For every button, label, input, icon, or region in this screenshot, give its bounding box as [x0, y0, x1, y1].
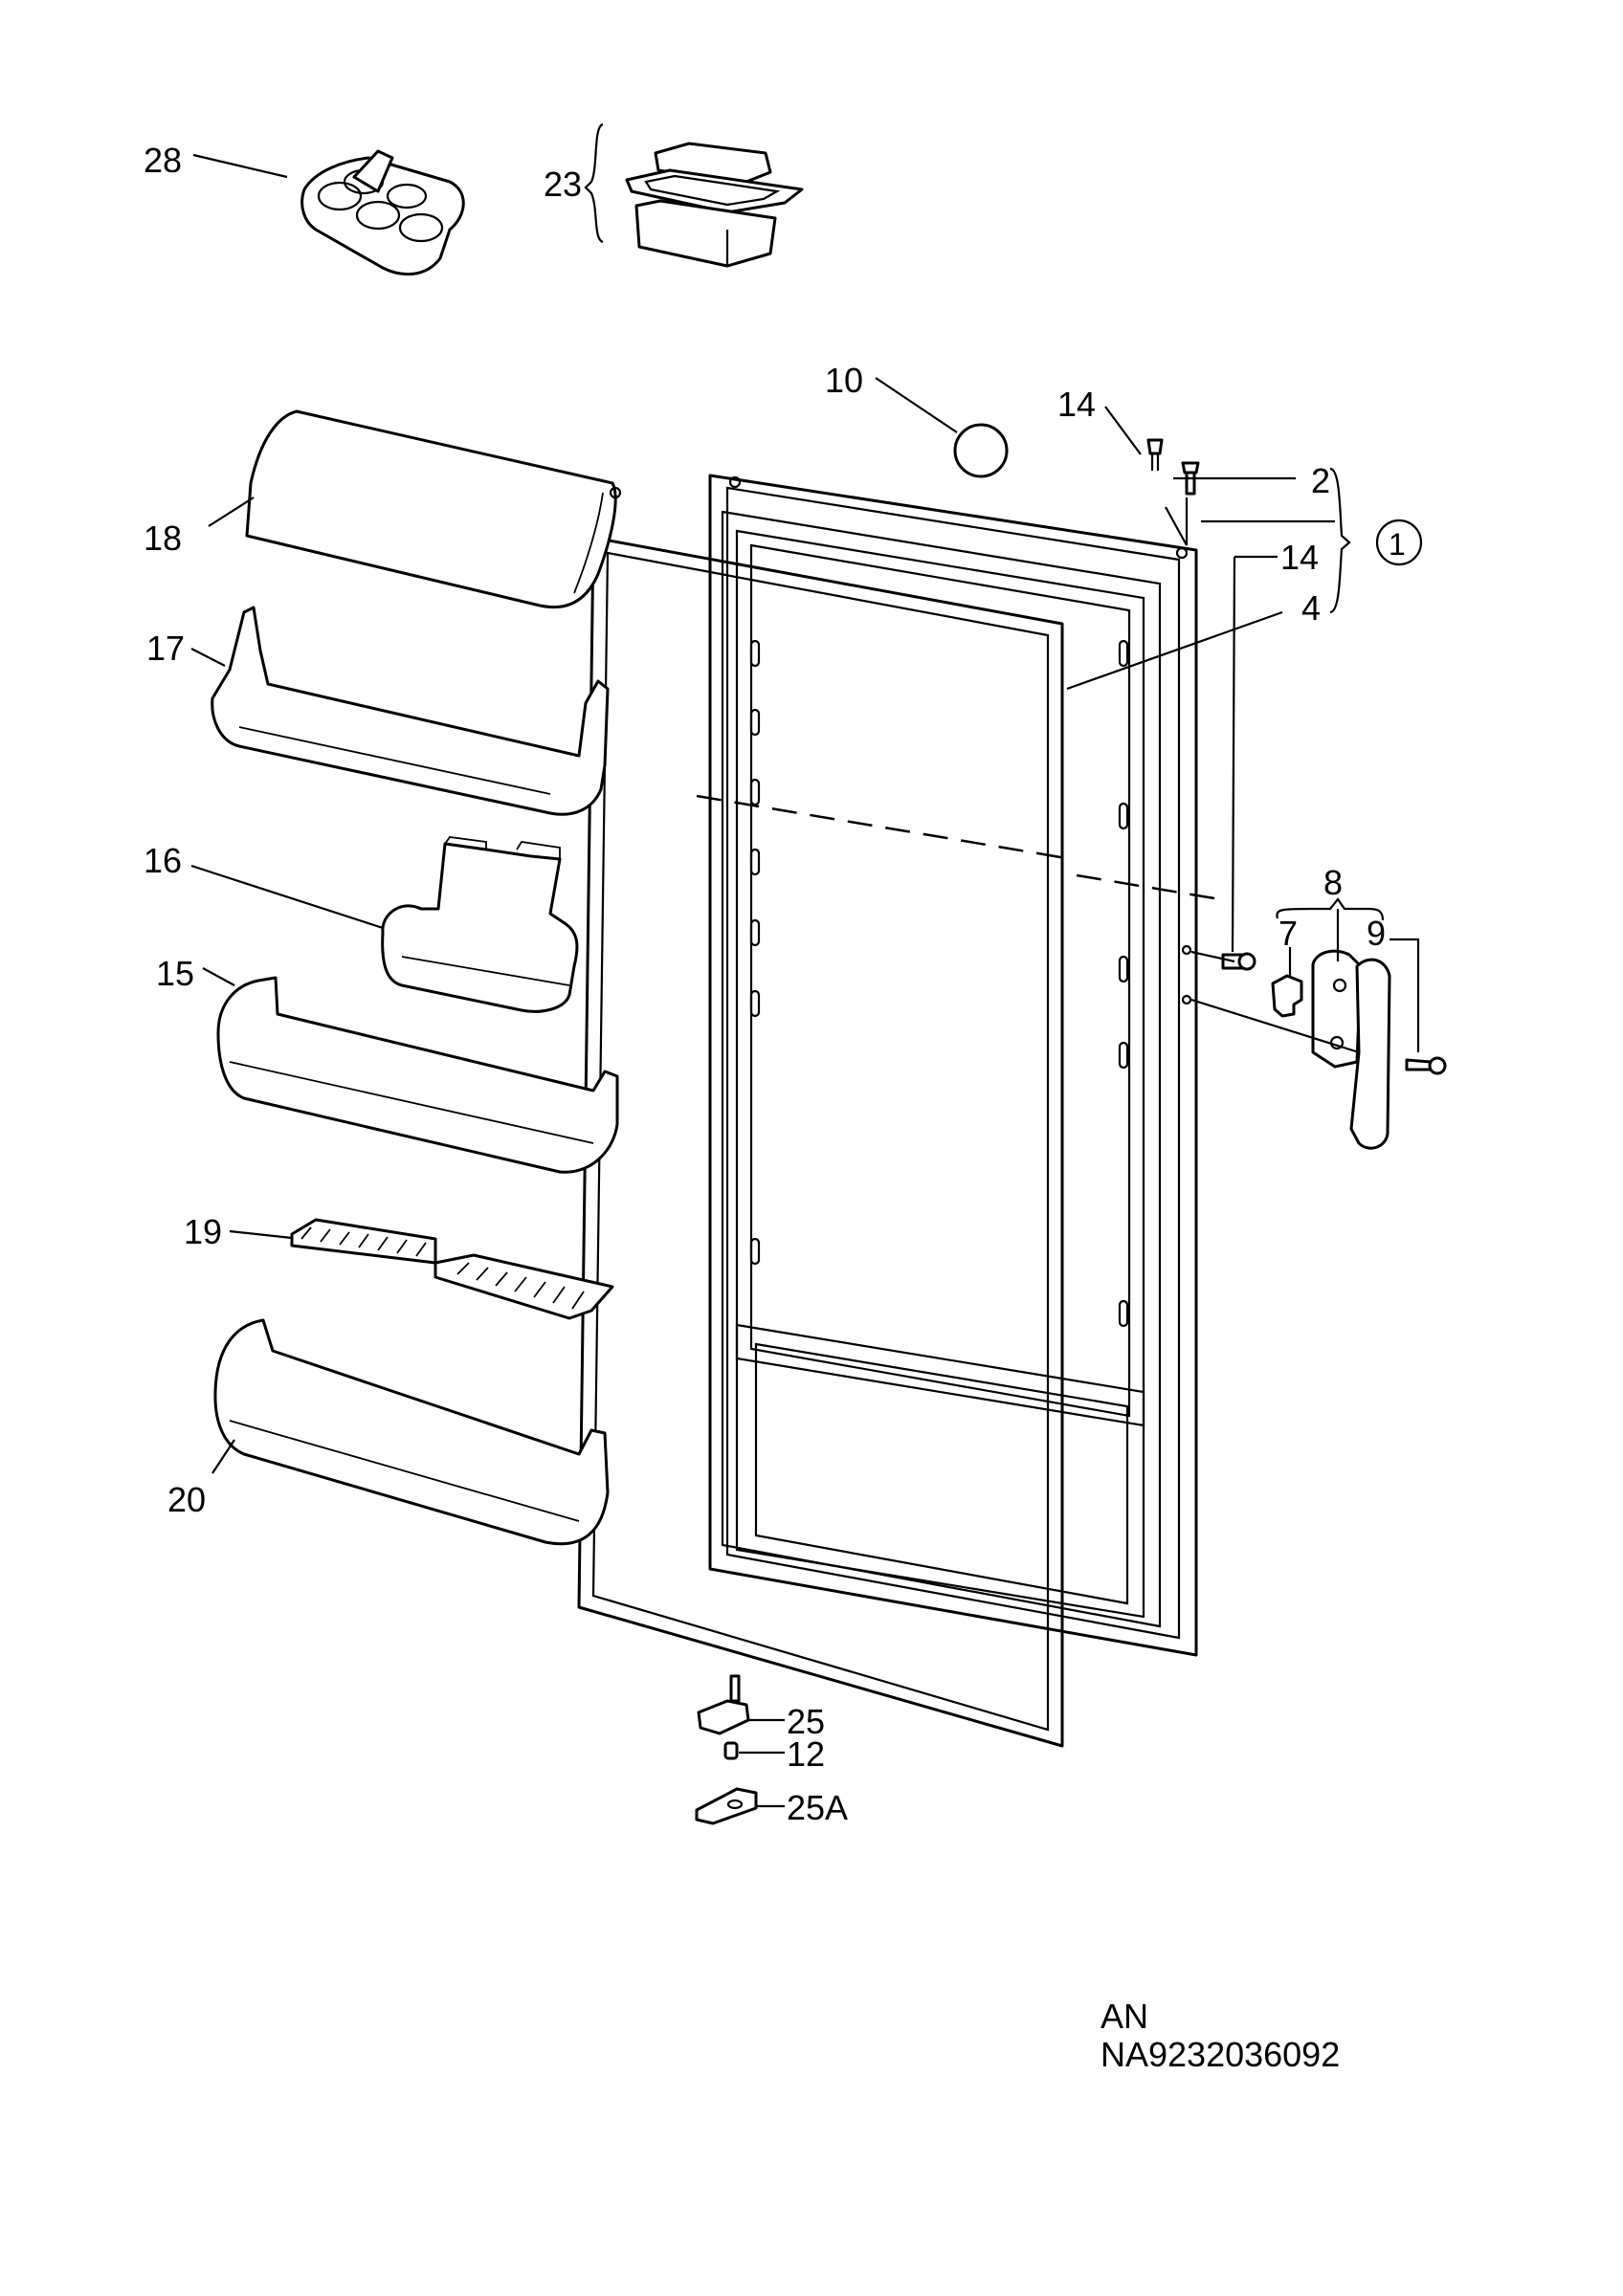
shelf-small: [381, 836, 579, 1013]
label-part-15: 15: [156, 954, 194, 993]
label-part-4: 4: [1301, 588, 1321, 628]
footer-line-2: NA9232036092: [1101, 2035, 1340, 2074]
shelf-bottom: [213, 1318, 610, 1546]
dairy-flap: [245, 409, 622, 609]
label-part-23: 23: [544, 165, 582, 204]
leader-lines: [190, 122, 1420, 1808]
rivet-top: [1146, 438, 1164, 471]
label-part-12: 12: [787, 1734, 825, 1774]
label-part-18: 18: [144, 519, 182, 558]
label-part-10: 10: [825, 361, 863, 400]
egg-tray: [300, 149, 465, 276]
label-part-19: 19: [184, 1212, 222, 1251]
bottle-rack: [290, 1218, 614, 1320]
hinge-plate: [695, 1787, 758, 1825]
cap-round: [953, 423, 1009, 478]
lower-hinge: [697, 1674, 750, 1735]
door-gasket: [577, 536, 1064, 1748]
shelf-middle: [216, 976, 619, 1174]
butter-dish-set: [625, 142, 804, 268]
label-part-25: 25: [787, 1702, 825, 1741]
label-part-20: 20: [167, 1480, 206, 1519]
label-part-28: 28: [144, 141, 182, 180]
shelf-guide-line: [696, 794, 1221, 901]
handle-screw: [1405, 1056, 1447, 1075]
pin-top: [1181, 461, 1200, 496]
shelf-top: [211, 606, 610, 816]
label-part-25a: 25A: [787, 1788, 848, 1827]
label-part-9: 9: [1367, 914, 1386, 953]
label-part-17: 17: [146, 629, 185, 668]
label-part-1: 1: [1389, 527, 1406, 562]
part-labels: 28 23 10 14 2 1 14 4 18 17 16 15 19 20 8…: [144, 141, 1406, 1827]
door-body: [708, 474, 1198, 1657]
hinge-screw: [723, 1741, 739, 1760]
footer-line-1: AN: [1101, 1997, 1148, 2036]
assembly-callout-circle: [1375, 519, 1423, 566]
label-part-2: 2: [1311, 461, 1330, 500]
rivet-side: [1221, 952, 1256, 971]
handle-clip: [1271, 974, 1303, 1018]
label-part-14-top: 14: [1057, 385, 1096, 424]
door-rib-slots-right: [1118, 639, 1129, 1328]
label-part-16: 16: [144, 841, 182, 880]
label-part-14-side: 14: [1280, 538, 1319, 577]
label-part-8: 8: [1323, 863, 1343, 902]
label-part-7: 7: [1278, 914, 1298, 953]
handle-assembly: [1311, 949, 1391, 1150]
door-rib-slots-left: [749, 639, 761, 1266]
